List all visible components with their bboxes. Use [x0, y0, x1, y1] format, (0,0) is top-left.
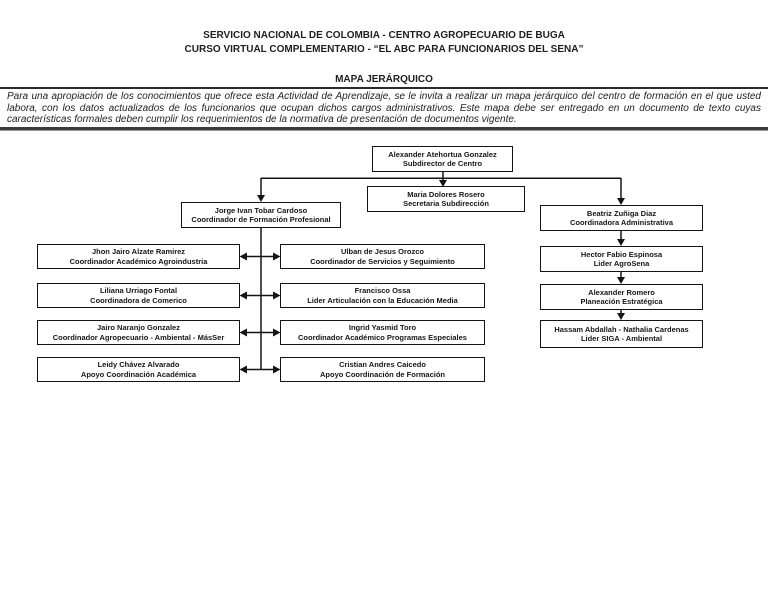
person-role: Apoyo Coordinación Académica: [80, 369, 197, 379]
person-name: Francisco Ossa: [354, 286, 411, 295]
person-name: Leidy Chávez Alvarado: [97, 360, 180, 369]
org-node-secretaria: Maria Dolores Rosero Secretaria Subdirec…: [367, 186, 525, 212]
org-node-agroindustria: Jhon Jairo Alzate Ramirez Coordinador Ac…: [37, 244, 240, 269]
org-node-programas: Ingrid Yasmid Toro Coordinador Académico…: [280, 320, 485, 345]
section-title: MAPA JERÁRQUICO: [335, 74, 433, 85]
person-name: Ingrid Yasmid Toro: [348, 323, 417, 332]
org-node-subdirector: Alexander Atehortua Gonzalez Subdirector…: [372, 146, 513, 172]
person-role: Coordinador Académico Agroindustria: [69, 256, 208, 266]
document-header: SERVICIO NACIONAL DE COLOMBIA - CENTRO A…: [0, 29, 768, 56]
person-role: Lider AgroSena: [593, 259, 650, 268]
instructions-paragraph: Para una apropiación de los conocimiento…: [7, 91, 761, 126]
person-name: Jhon Jairo Alzate Ramirez: [91, 247, 186, 256]
person-role: Coordinador de Formación Profesional: [191, 215, 331, 224]
org-node-articulacion: Francisco Ossa Lider Articulación con la…: [280, 283, 485, 308]
person-role: Coordinador de Servicios y Seguimiento: [310, 256, 455, 266]
org-node-apoyo-academica: Leidy Chávez Alvarado Apoyo Coordinación…: [37, 357, 240, 382]
org-node-planeacion: Alexander Romero Planeación Estratégica: [540, 284, 703, 310]
org-node-formacion: Jorge Ivan Tobar Cardoso Coordinador de …: [181, 202, 341, 228]
org-node-apoyo-formacion: Cristian Andres Caicedo Apoyo Coordinaci…: [280, 357, 485, 382]
divider-line-top: [0, 87, 768, 89]
person-role: Coordinador Académico Programas Especial…: [298, 332, 467, 342]
person-name: Beatriz Zuñiga Diaz: [586, 208, 657, 218]
person-role: Coordinador Agropecuario - Ambiental - M…: [52, 332, 225, 342]
person-role: Lider SIGA - Ambiental: [580, 334, 663, 343]
person-name: Maria Dolores Rosero: [407, 189, 485, 199]
person-name: Alexander Romero: [588, 287, 655, 297]
org-node-administrativa: Beatriz Zuñiga Diaz Coordinadora Adminis…: [540, 205, 703, 231]
doc-title-line1: SERVICIO NACIONAL DE COLOMBIA - CENTRO A…: [203, 30, 565, 41]
person-role: Subdirector de Centro: [402, 159, 483, 168]
org-node-agropecuario: Jairo Naranjo Gonzalez Coordinador Agrop…: [37, 320, 240, 345]
person-role: Secretaria Subdirección: [403, 199, 489, 208]
person-name: Liliana Urriago Fontal: [99, 286, 178, 295]
person-name: Alexander Atehortua Gonzalez: [388, 149, 497, 159]
person-name: Jairo Naranjo Gonzalez: [97, 323, 180, 332]
org-node-siga: Hassam Abdallah - Nathalia Cardenas Lide…: [540, 320, 703, 348]
person-name: Jorge Ivan Tobar Cardoso: [214, 205, 308, 215]
person-role: Planeación Estratégica: [580, 297, 663, 306]
person-name: Ulban de Jesus Orozco: [341, 247, 424, 256]
person-role: Coordinadora Administrativa: [569, 218, 674, 227]
person-role: Lider Articulación con la Educación Medi…: [307, 295, 458, 305]
person-name: Cristian Andres Caicedo: [339, 360, 426, 369]
org-node-servicios: Ulban de Jesus Orozco Coordinador de Ser…: [280, 244, 485, 269]
org-node-comercio: Liliana Urriago Fontal Coordinadora de C…: [37, 283, 240, 308]
divider-line-bottom: [0, 127, 768, 131]
org-node-agrosena: Hector Fabio Espinosa Lider AgroSena: [540, 246, 703, 272]
person-role: Apoyo Coordinación de Formación: [319, 369, 445, 379]
doc-title-line2: CURSO VIRTUAL COMPLEMENTARIO - “EL ABC P…: [184, 43, 584, 55]
person-name: Hector Fabio Espinosa: [580, 249, 663, 259]
person-name: Hassam Abdallah - Nathalia Cardenas: [554, 324, 689, 334]
person-role: Coordinadora de Comerico: [90, 295, 187, 305]
